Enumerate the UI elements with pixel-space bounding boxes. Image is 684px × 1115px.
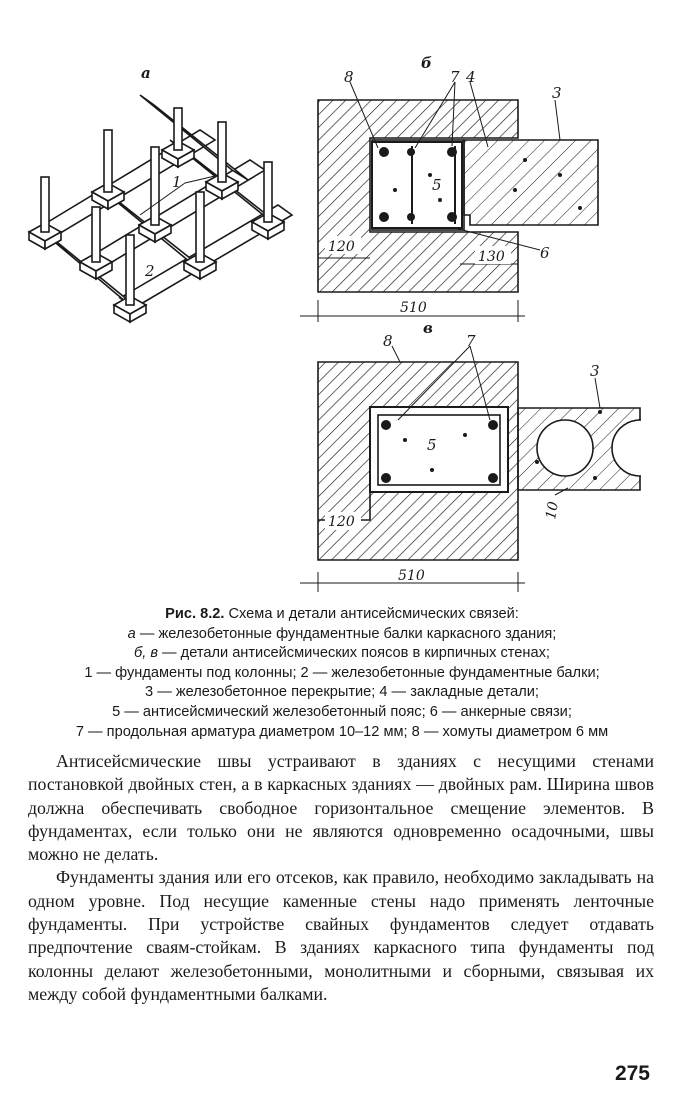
paragraph-2: Фундаменты здания или его отсеков, как п… <box>28 867 654 1004</box>
panel-b-drawing <box>300 81 599 322</box>
panel-v-callout-3: 3 <box>590 362 600 380</box>
panel-a-callout-2: 2 <box>144 262 155 280</box>
panel-b-callout-4: 4 <box>465 68 476 86</box>
caption-title-line: Рис. 8.2. Схема и детали антисейсмически… <box>20 605 664 625</box>
caption-legend-line-1: 1 — фундаменты под колонны; 2 — железобе… <box>84 664 600 681</box>
column-footings <box>27 107 286 324</box>
panel-v-callout-7: 7 <box>466 332 476 350</box>
caption-line-bv: б, в — детали антисейсмических поясов в … <box>20 644 664 664</box>
caption-key-bv: б, в <box>134 645 158 662</box>
panel-b-dim-120: 120 <box>328 239 355 255</box>
caption-line-a: а — железобетонные фундаментные балки ка… <box>20 625 664 645</box>
panel-a-callout-1: 1 <box>172 173 182 191</box>
panel-b-callout-7: 7 <box>450 68 460 86</box>
paragraph-1: Антисейсмические швы устраивают в здания… <box>28 751 654 865</box>
figure-caption: Рис. 8.2. Схема и детали антисейсмически… <box>20 605 664 742</box>
panel-v-dim-120: 120 <box>328 514 355 530</box>
caption-text-bv: — детали антисейсмических поясов в кирпи… <box>157 645 550 662</box>
caption-key-a: а <box>127 625 136 642</box>
caption-legend-line-2: 3 — железобетонное перекрытие; 4 — закла… <box>145 684 539 701</box>
panel-b-label: б <box>421 54 432 72</box>
panel-v-dim-510: 510 <box>398 568 425 584</box>
caption-figure-number: Рис. 8.2. <box>165 606 225 622</box>
panel-v-drawing <box>300 345 684 592</box>
page-number: 275 <box>614 1062 650 1085</box>
figure-8-2: а 1 2 б <box>27 54 684 592</box>
panel-a-label: а <box>141 64 151 82</box>
panel-b-callout-5: 5 <box>432 176 442 194</box>
panel-b-callout-3: 3 <box>552 84 562 102</box>
panel-v-dim-10: 10 <box>543 500 562 520</box>
caption-text-a: — железобетонные фундаментные балки карк… <box>135 625 557 642</box>
panel-v-callout-5: 5 <box>427 436 437 454</box>
caption-legend-line-4: 7 — продольная арматура диаметром 10–12 … <box>75 723 609 740</box>
body-text: Антисейсмические швы устраивают в здания… <box>28 750 654 1006</box>
caption-legend-line-3: 5 — антисейсмический железобетонный пояс… <box>112 703 572 720</box>
panel-b-dim-510: 510 <box>400 300 427 316</box>
panel-a-drawing <box>27 94 294 324</box>
caption-title: Схема и детали антисейсмических связей: <box>224 606 519 622</box>
panel-b-dim-130: 130 <box>478 249 505 265</box>
panel-b-callout-8: 8 <box>344 68 354 86</box>
panel-v-label: в <box>423 319 433 337</box>
panel-v-callout-8: 8 <box>383 332 393 350</box>
panel-b-callout-6: 6 <box>540 244 550 262</box>
